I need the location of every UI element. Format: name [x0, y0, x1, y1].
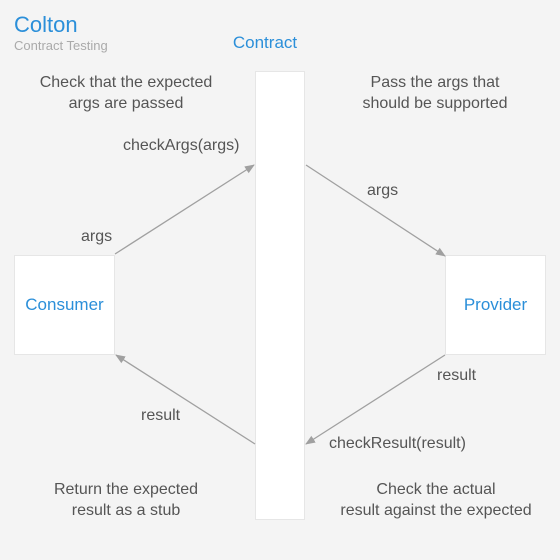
- note-line: Check that the expected: [39, 74, 213, 91]
- arrow-provider-to-contract: [305, 354, 446, 445]
- note-line: args are passed: [68, 95, 184, 112]
- note-line: result against the expected: [340, 502, 532, 519]
- edge-label-check-result: checkResult(result): [329, 435, 466, 452]
- note-return-stub: Return the expected result as a stub: [10, 479, 242, 521]
- note-line: Return the expected: [53, 481, 199, 498]
- arrow-contract-to-consumer: [115, 354, 256, 445]
- contract-title: Contract: [232, 33, 298, 52]
- consumer-label: Consumer: [25, 295, 104, 314]
- consumer-box: Consumer: [14, 255, 115, 355]
- arrow-contract-to-provider: [305, 164, 446, 257]
- edge-label-consumer-result: result: [141, 407, 181, 424]
- edge-label-provider-result: result: [437, 367, 477, 384]
- provider-label: Provider: [463, 295, 528, 314]
- provider-box: Provider: [445, 255, 546, 355]
- edge-label-consumer-args: args: [81, 228, 113, 245]
- note-check-expected-args: Check that the expected args are passed: [10, 72, 242, 114]
- edge-label-provider-args: args: [367, 182, 399, 199]
- app-title: Colton: [14, 12, 78, 37]
- note-line: Pass the args that: [370, 74, 500, 91]
- app-subtitle: Contract Testing: [14, 38, 108, 53]
- note-line: result as a stub: [71, 502, 181, 519]
- arrow-consumer-to-contract: [114, 164, 255, 255]
- note-line: should be supported: [362, 95, 508, 112]
- note-check-actual-result: Check the actual result against the expe…: [316, 479, 556, 521]
- note-pass-args: Pass the args that should be supported: [320, 72, 550, 114]
- note-line: Check the actual: [376, 481, 496, 498]
- contract-bar: [255, 71, 305, 520]
- edge-label-check-args: checkArgs(args): [123, 137, 240, 154]
